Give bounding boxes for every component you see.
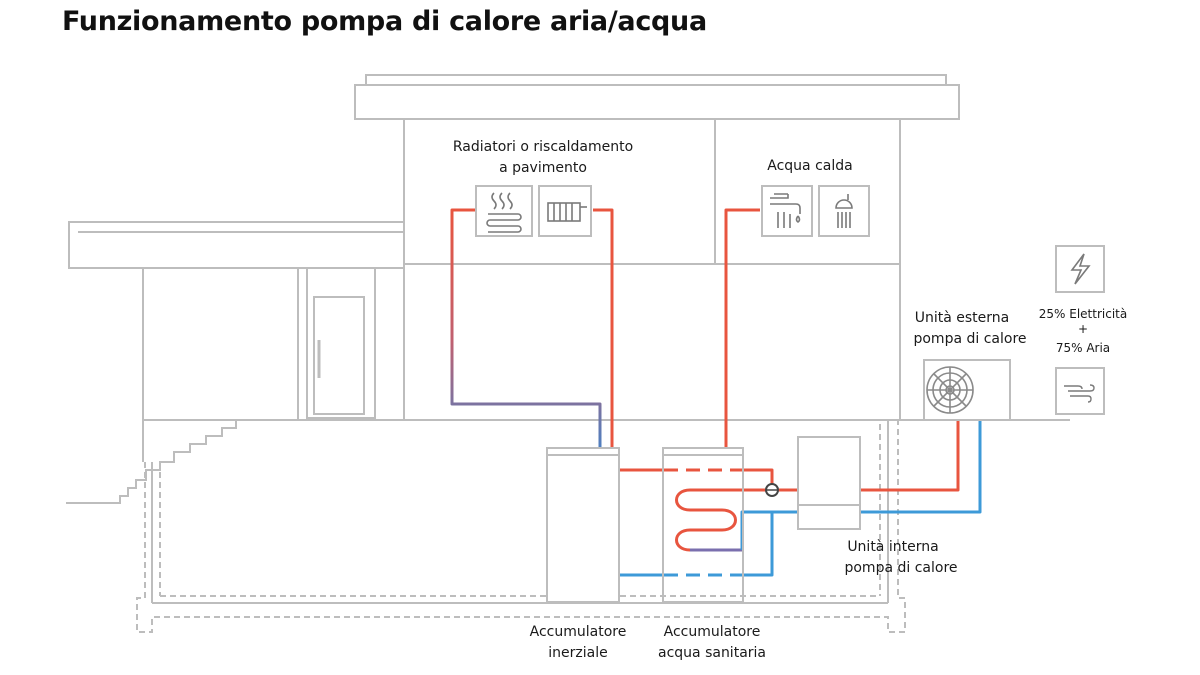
air-icon <box>1055 367 1105 415</box>
foundation <box>136 420 906 633</box>
outdoor-unit-label-line1: Unità esterna <box>915 310 1010 326</box>
dhw-tank-label-line1: Accumulatore <box>664 624 761 640</box>
radiators-label-line2: a pavimento <box>499 160 587 176</box>
dhw-tank-body <box>662 447 744 603</box>
hot-water-pipe <box>724 208 760 447</box>
radiator-icon <box>538 185 592 237</box>
faucet-icon <box>761 185 813 237</box>
door-panel <box>313 296 365 415</box>
shower-icon <box>818 185 870 237</box>
indoor-unit-label-line2: pompa di calore <box>844 560 957 576</box>
dhw-tank <box>662 447 744 603</box>
underfloor-heating-icon <box>475 185 533 237</box>
roof-slab <box>354 84 960 120</box>
energy-label-line2: + <box>1078 322 1088 336</box>
labels: Radiatori o riscaldamento a pavimento Ac… <box>453 139 1127 661</box>
indoor-unit-body <box>797 436 861 530</box>
electricity-icon <box>1055 245 1105 293</box>
dhw-coil <box>675 488 772 552</box>
page-title: Funzionamento pompa di calore aria/acqua <box>62 6 707 37</box>
heating-flow-pipe <box>593 208 614 447</box>
left-wing-roof <box>68 221 405 269</box>
outdoor-return-pipe <box>860 420 982 514</box>
buffer-tank-label-line2: inerziale <box>548 645 607 661</box>
coil-return-pipe <box>740 510 798 550</box>
outdoor-unit-label-line2: pompa di calore <box>913 331 1026 347</box>
fan-icon <box>926 366 974 414</box>
house-structure <box>66 74 1070 604</box>
indoor-unit-label-line1: Unità interna <box>847 539 938 555</box>
door <box>306 267 376 419</box>
hot-water-label: Acqua calda <box>767 158 852 174</box>
energy-label-line1: 25% Elettricità <box>1039 307 1127 321</box>
flow-from-indoor-unit <box>742 468 798 492</box>
indoor-unit <box>797 436 861 530</box>
buffer-tank <box>546 447 620 603</box>
energy-label-line3: 75% Aria <box>1056 341 1110 355</box>
dhw-tank-label-line2: acqua sanitaria <box>658 645 766 661</box>
upper-floor <box>403 118 901 265</box>
heating-return-pipe <box>450 208 602 447</box>
foundation-outline <box>136 420 906 633</box>
buffer-tank-body <box>546 447 620 603</box>
pipes <box>450 208 982 577</box>
radiators-label-line1: Radiatori o riscaldamento <box>453 139 633 155</box>
roof-top <box>365 74 947 86</box>
buffer-tank-label-line1: Accumulatore <box>530 624 627 640</box>
outdoor-unit <box>923 359 1011 421</box>
outdoor-flow-pipe <box>860 420 960 492</box>
return-to-indoor-unit <box>742 512 774 577</box>
